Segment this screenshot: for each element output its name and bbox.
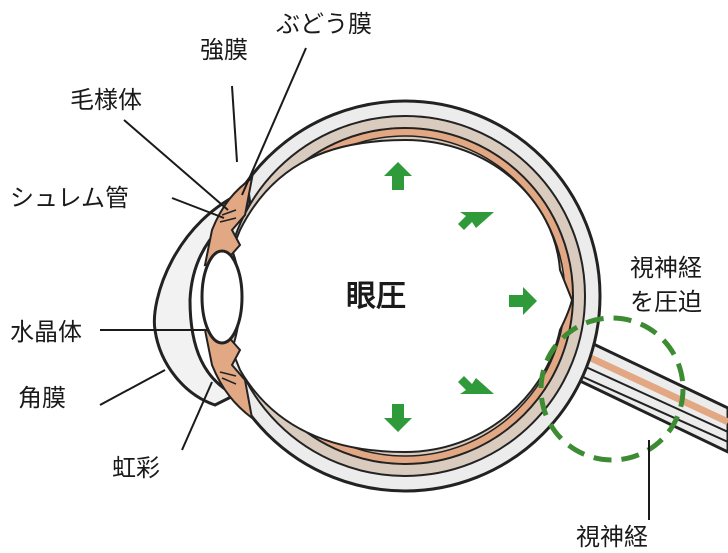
- label-iris: 虹彩: [112, 454, 160, 482]
- label-intraocular-pressure: 眼圧: [346, 279, 406, 314]
- label-sclera: 強膜: [200, 36, 248, 64]
- label-ciliary-body: 毛様体: [70, 86, 142, 114]
- label-uvea: ぶどう膜: [276, 10, 372, 38]
- label-optic-compression-line2: を圧迫: [630, 288, 702, 316]
- label-lens: 水晶体: [10, 318, 82, 346]
- label-schlemm-canal: シュレム管: [10, 184, 129, 212]
- label-cornea: 角膜: [18, 384, 66, 412]
- label-optic-nerve: 視神経: [576, 523, 648, 551]
- label-optic-compression-line1: 視神経: [630, 254, 702, 282]
- lens-shape: [202, 251, 242, 343]
- optic-nerve-tube: [572, 340, 728, 452]
